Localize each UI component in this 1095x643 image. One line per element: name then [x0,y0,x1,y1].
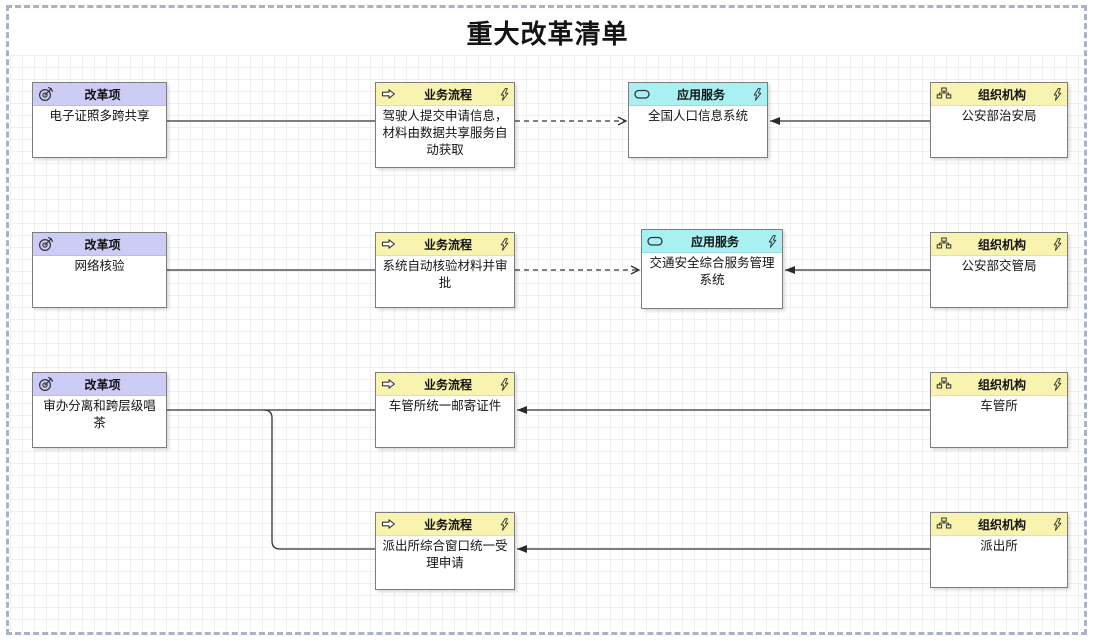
process-arrow-icon [381,378,399,390]
lightning-icon [1050,517,1062,531]
node-label: 驾驶人提交申请信息，材料由数据共享服务自动获取 [382,109,508,157]
lightning-icon [765,234,777,248]
node-label: 审办分离和跨层级唱茶 [43,399,156,430]
node-type-label: 改革项 [84,87,121,102]
node-type-label: 业务流程 [423,377,472,392]
node-type-label: 改革项 [84,377,121,392]
node-reform-3[interactable]: 改革项审办分离和跨层级唱茶 [32,372,167,448]
node-header: 组织机构 [931,513,1067,536]
node-header: 应用服务 [629,83,767,106]
lightning-icon [1050,237,1062,251]
node-label: 电子证照多跨共享 [49,109,150,123]
node-type-label: 组织机构 [977,377,1026,392]
lightning-icon [497,87,509,101]
node-type-label: 组织机构 [977,517,1026,532]
node-label: 派出所综合窗口统一受理申请 [382,539,508,570]
node-label: 系统自动核验材料并审批 [382,259,508,290]
node-header: 改革项 [33,233,166,256]
org-chart-icon [936,377,954,391]
process-arrow-icon [381,238,399,250]
node-reform-2[interactable]: 改革项网络核验 [32,232,167,308]
node-header: 业务流程 [376,513,514,536]
node-header: 业务流程 [376,83,514,106]
node-type-label: 业务流程 [423,517,472,532]
lightning-icon [497,377,509,391]
node-label: 派出所 [980,539,1018,553]
service-pill-icon [634,89,652,100]
target-icon [38,376,56,392]
page-title: 重大改革清单 [466,19,629,49]
node-type-label: 应用服务 [690,234,739,249]
node-process-4[interactable]: 业务流程派出所综合窗口统一受理申请 [375,512,515,590]
org-chart-icon [936,87,954,101]
node-label: 全国人口信息系统 [647,109,748,123]
node-process-3[interactable]: 业务流程车管所统一邮寄证件 [375,372,515,448]
node-type-label: 业务流程 [423,237,472,252]
node-service-2[interactable]: 应用服务交通安全综合服务管理系统 [641,229,783,309]
node-label: 公安部交管局 [961,259,1037,273]
process-arrow-icon [381,88,399,100]
lightning-icon [750,87,762,101]
node-header: 组织机构 [931,233,1067,256]
node-type-label: 改革项 [84,237,121,252]
org-chart-icon [936,237,954,251]
node-process-1[interactable]: 业务流程驾驶人提交申请信息，材料由数据共享服务自动获取 [375,82,515,168]
node-header: 组织机构 [931,83,1067,106]
node-service-1[interactable]: 应用服务全国人口信息系统 [628,82,768,158]
lightning-icon [1050,377,1062,391]
node-header: 组织机构 [931,373,1067,396]
node-header: 应用服务 [642,230,782,253]
node-label: 公安部治安局 [961,109,1037,123]
node-header: 业务流程 [376,373,514,396]
org-chart-icon [936,517,954,531]
node-type-label: 业务流程 [423,87,472,102]
node-header: 业务流程 [376,233,514,256]
node-org-4[interactable]: 组织机构派出所 [930,512,1068,588]
node-header: 改革项 [33,373,166,396]
node-org-2[interactable]: 组织机构公安部交管局 [930,232,1068,308]
lightning-icon [497,517,509,531]
node-header: 改革项 [33,83,166,106]
service-pill-icon [647,236,665,247]
lightning-icon [1050,87,1062,101]
node-type-label: 应用服务 [676,87,725,102]
lightning-icon [497,237,509,251]
node-org-3[interactable]: 组织机构车管所 [930,372,1068,448]
grid-background [10,55,1083,631]
target-icon [38,236,56,252]
node-label: 车管所统一邮寄证件 [388,399,502,413]
node-type-label: 组织机构 [977,87,1026,102]
target-icon [38,86,56,102]
node-label: 网络核验 [74,259,125,273]
process-arrow-icon [381,518,399,530]
node-org-1[interactable]: 组织机构公安部治安局 [930,82,1068,158]
node-label: 车管所 [980,399,1018,413]
node-type-label: 组织机构 [977,237,1026,252]
node-process-2[interactable]: 业务流程系统自动核验材料并审批 [375,232,515,308]
node-reform-1[interactable]: 改革项电子证照多跨共享 [32,82,167,158]
edge-reform3-branch-to-process4[interactable] [263,409,375,550]
node-label: 交通安全综合服务管理系统 [649,256,775,287]
